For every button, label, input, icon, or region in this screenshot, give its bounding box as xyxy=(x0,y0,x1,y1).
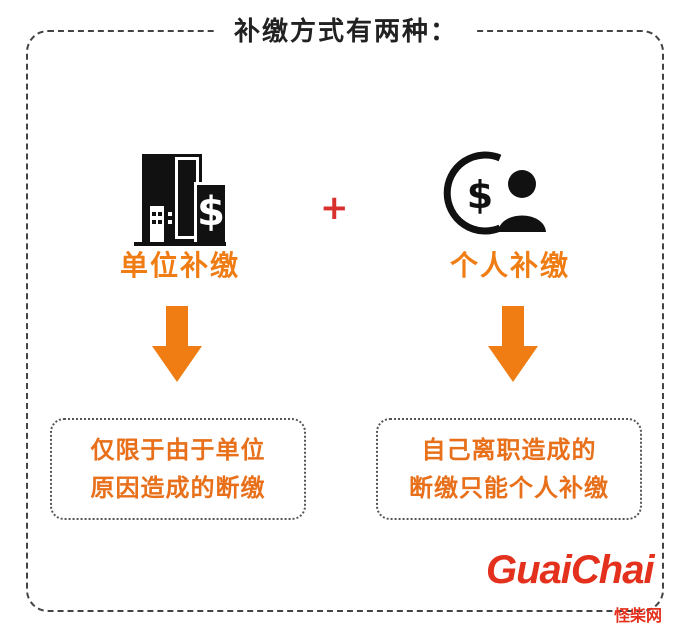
building-dollar-icon: $ xyxy=(134,154,226,246)
person-dollar-icon: $ xyxy=(443,151,546,235)
logo-brand-text: GuaiChai xyxy=(486,548,655,592)
right-label: 个人补缴 xyxy=(449,249,570,282)
plus-sign: + xyxy=(320,188,349,228)
diagram-title: 补缴方式有两种： xyxy=(216,12,476,52)
left-arrow-down-icon xyxy=(152,306,202,382)
svg-text:$: $ xyxy=(197,189,225,235)
left-box-line1: 仅限于由于单位 xyxy=(90,436,266,464)
dashed-frame xyxy=(26,30,664,612)
right-arrow-down-icon xyxy=(488,306,538,382)
right-box-line1: 自己离职造成的 xyxy=(421,436,597,464)
right-box-line2: 断缴只能个人补缴 xyxy=(409,474,609,502)
left-box-line2: 原因造成的断缴 xyxy=(90,474,266,502)
right-description-box: 自己离职造成的 断缴只能个人补缴 xyxy=(376,418,642,520)
logo-sub-text: 怪柴网 xyxy=(614,606,663,625)
brand-logo: GuaiChai xyxy=(486,548,655,593)
left-label: 单位补缴 xyxy=(119,249,240,282)
svg-text:$: $ xyxy=(467,173,493,217)
left-description-box: 仅限于由于单位 原因造成的断缴 xyxy=(50,418,306,520)
